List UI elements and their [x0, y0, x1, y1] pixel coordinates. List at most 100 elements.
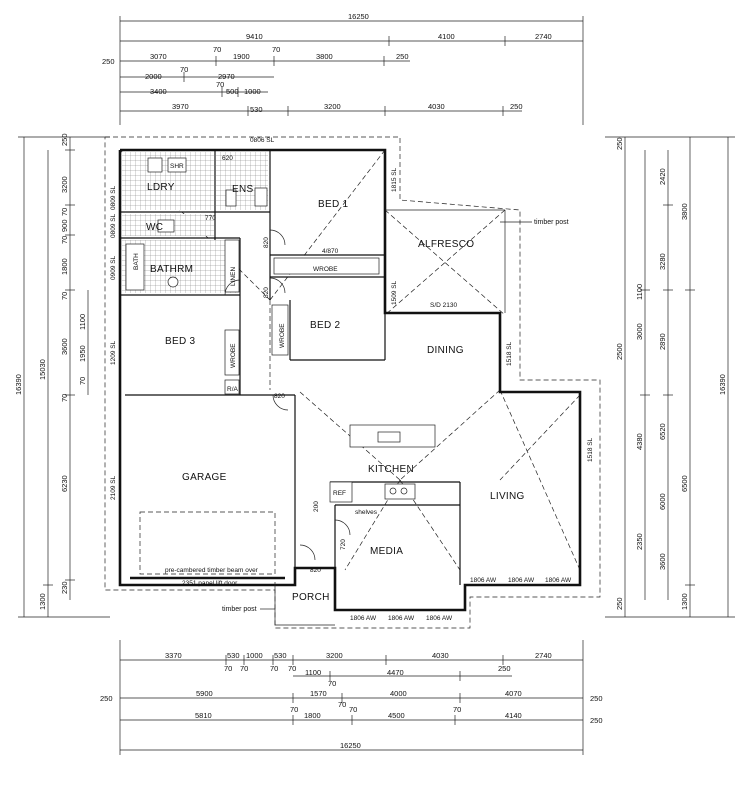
bottom-dim-530a: 530 — [227, 651, 240, 660]
room-wc: WC — [146, 222, 163, 233]
bottom-dim-70b: 70 — [240, 664, 248, 673]
left-dim-230: 230 — [60, 581, 69, 594]
left-dim-70d: 70 — [60, 394, 69, 402]
left-dim-3200: 3200 — [60, 176, 69, 193]
label-shr: SHR — [170, 163, 184, 170]
left-dim-15030: 15030 — [38, 359, 47, 380]
bottom-dim-250b: 250 — [590, 694, 603, 703]
wet-areas — [122, 152, 436, 503]
bottom-dim-70e: 70 — [328, 679, 336, 688]
right-dimensions: 16390 3800 6500 1300 2420 3280 2890 6520… — [605, 136, 735, 618]
dining-side-window-label: 1518 SL — [506, 341, 513, 366]
left-dim-70e: 70 — [78, 377, 87, 385]
fixture-labels: LINEN WROBE WROBE WROBE R/A REF shelves … — [133, 163, 378, 516]
bottom-dim-250d: 250 — [590, 716, 603, 725]
right-dim-3600: 3600 — [658, 553, 667, 570]
right-dim-2350: 2350 — [635, 533, 644, 550]
timber-post-label-top: timber post — [534, 219, 569, 226]
ens-basin-fixture — [254, 187, 268, 207]
bed1-door-swing — [269, 229, 286, 246]
top-dim-2740: 2740 — [535, 32, 552, 41]
annotations: timber post timber post pre-cambered tim… — [110, 137, 594, 622]
kitchen-sink — [377, 431, 401, 443]
door-200a: 200 — [313, 501, 320, 512]
left-dimensions: 16390 15030 1300 250 3200 70 900 70 1800… — [14, 133, 110, 618]
top-dim-250: 250 — [396, 52, 409, 61]
burner-2 — [400, 487, 408, 495]
top-overall-dim: 16250 — [348, 12, 369, 21]
room-bathroom: BATHRM — [150, 264, 193, 275]
entry-door-swing — [299, 544, 316, 561]
label-ra: R/A — [227, 386, 239, 393]
door-820-bed1: 820 — [263, 237, 270, 248]
left-dim-6230: 6230 — [60, 475, 69, 492]
top-dim-4100: 4100 — [438, 32, 455, 41]
label-bath: BATH — [133, 253, 140, 270]
top-dim-1000: 1000 — [244, 87, 261, 96]
top-dim-3970: 3970 — [172, 102, 189, 111]
burner-1 — [389, 487, 397, 495]
room-ensuite: ENS — [232, 184, 253, 195]
trough-fixture — [147, 157, 163, 173]
label-shelves: shelves — [355, 509, 378, 516]
bottom-dim-70h: 70 — [349, 705, 357, 714]
bottom-dim-70g: 70 — [290, 705, 298, 714]
linen-cupboard — [224, 239, 240, 293]
right-dim-1100: 1100 — [635, 284, 644, 300]
left-dim-1950: 1950 — [78, 345, 87, 362]
media-window-1: 1806 AW — [350, 615, 377, 622]
bottom-dim-1100: 1100 — [305, 668, 321, 677]
ra-cupboard — [224, 379, 240, 395]
top-dim-530: 530 — [250, 105, 263, 114]
bottom-dim-70c: 70 — [270, 664, 278, 673]
right-dim-250: 250 — [615, 137, 624, 150]
bottom-dim-5900: 5900 — [196, 689, 213, 698]
washer-fixture — [167, 157, 187, 173]
room-bed2: BED 2 — [310, 320, 341, 331]
media-window-3: 1806 AW — [426, 615, 453, 622]
room-bed1: BED 1 — [318, 199, 349, 210]
room-kitchen: KITCHEN — [368, 464, 414, 475]
room-alfresco: ALFRESCO — [418, 239, 474, 250]
room-media: MEDIA — [370, 546, 403, 557]
living-window-3: 1806 AW — [545, 577, 572, 584]
top-dim-3070: 3070 — [150, 52, 167, 61]
label-wrobe-bed2: WROBE — [279, 323, 286, 348]
bottom-dim-4030: 4030 — [432, 651, 449, 660]
bottom-dim-3370: 3370 — [165, 651, 182, 660]
left-window-4: 1209 SL — [110, 340, 117, 365]
left-dim-1100: 1100 — [78, 314, 87, 330]
label-wrobe-bed3: WROBE — [230, 343, 237, 368]
bed1-dim-label: 4/870 — [322, 248, 339, 255]
right-dim-3000: 3000 — [635, 323, 644, 340]
right-dim-1630: 2500 — [615, 343, 624, 360]
bottom-dim-1800: 1800 — [304, 711, 321, 720]
left-window-3: 0909 SL — [110, 255, 117, 280]
beam-note: pre-cambered timber beam over — [165, 567, 259, 574]
living-window-1: 1806 AW — [470, 577, 497, 584]
door-swings — [224, 229, 351, 561]
media-door-swing — [334, 519, 351, 536]
top-dim-9410: 9410 — [246, 32, 263, 41]
linen-door-swing — [224, 279, 241, 296]
label-ref: REF — [333, 490, 346, 497]
left-dim-1800: 1800 — [60, 258, 69, 275]
top-dim-3800: 3800 — [316, 52, 333, 61]
bottom-dim-4070: 4070 — [505, 689, 522, 698]
right-dim-3280: 3280 — [658, 253, 667, 270]
room-dining: DINING — [427, 345, 464, 356]
door-620: 620 — [222, 155, 233, 162]
right-dim-2420: 2420 — [658, 168, 667, 185]
garage-door — [130, 511, 285, 580]
bed2-wardrobe — [271, 304, 289, 356]
media-window-2: 1806 AW — [388, 615, 415, 622]
right-dim-6000: 6000 — [658, 493, 667, 510]
left-dim-1300: 1300 — [38, 593, 47, 610]
bed2-door-swing — [269, 277, 286, 294]
living-window-label: 1518 SL — [587, 437, 594, 462]
left-dim-70c: 70 — [60, 292, 69, 300]
fridge-space — [329, 481, 353, 503]
garage-door-swing — [272, 394, 289, 411]
living-window-2: 1806 AW — [508, 577, 535, 584]
